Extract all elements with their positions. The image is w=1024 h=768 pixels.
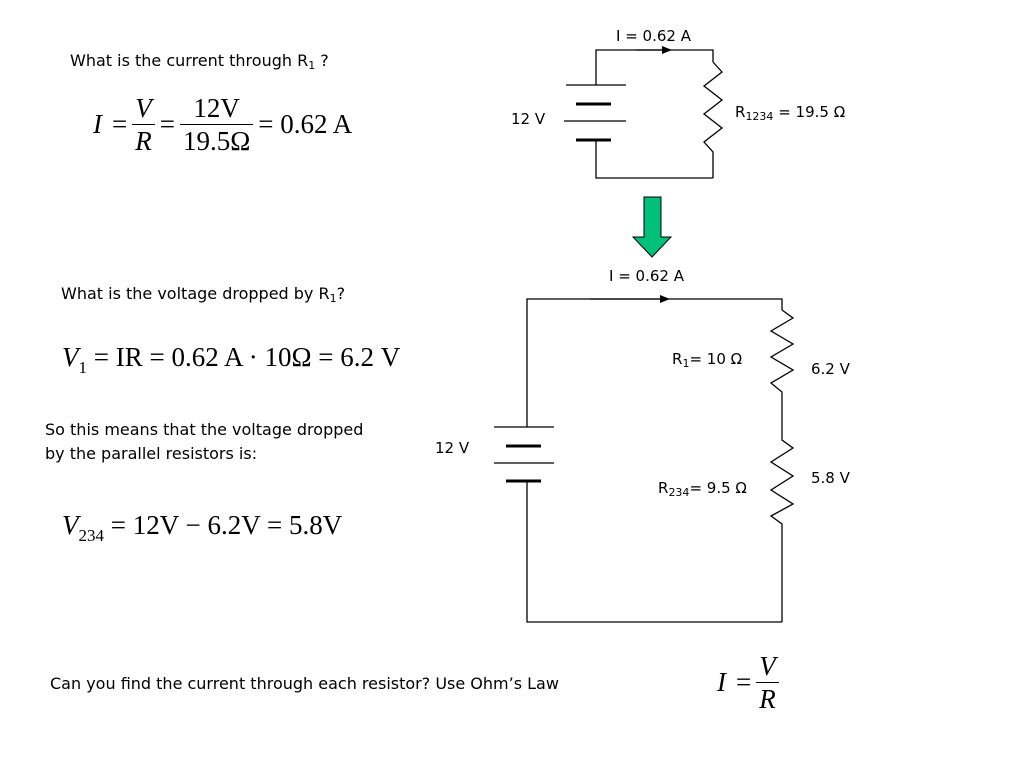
resistor-prefix: R — [658, 479, 668, 497]
question-current-r1: What is the current through R1 ? — [70, 50, 329, 72]
question-current-each-resistor: Can you find the current through each re… — [50, 674, 559, 693]
voltage-drop-r1: 6.2 V — [811, 360, 851, 378]
current-label: I = 0.62 A — [609, 267, 685, 285]
question-tail: ? — [336, 284, 346, 303]
subscript: 1 — [308, 59, 316, 72]
resistor-prefix: R — [672, 350, 682, 368]
eq-symbol-i: I — [717, 667, 726, 697]
resistor-subscript: 1234 — [745, 110, 773, 123]
resistor-value: = 10 Ω — [689, 350, 742, 368]
eq-equals: = — [159, 109, 175, 139]
resistor-value: = 19.5 Ω — [773, 103, 845, 121]
circuit-equivalent — [564, 46, 724, 179]
fraction-numerator: V — [132, 92, 155, 125]
question-voltage-r1: What is the voltage dropped by R1? — [61, 283, 345, 305]
eq-subscript: 234 — [78, 526, 105, 545]
eq-rest: = IR = 0.62 A · 10Ω = 6.2 V — [93, 342, 401, 372]
fraction-denominator: R — [759, 684, 776, 714]
question-tail: ? — [315, 51, 329, 70]
paragraph-line: by the parallel resistors is: — [45, 444, 258, 463]
resistor-r234 — [769, 427, 795, 622]
question-text: What is the current through R — [70, 51, 309, 70]
resistor-label-r234: R234= 9.5 Ω — [658, 479, 747, 499]
resistor-subscript: 234 — [668, 486, 689, 499]
resistor-subscript: 1 — [682, 357, 689, 370]
eq-result: = 0.62 A — [258, 109, 353, 139]
eq-symbol-v: V — [62, 510, 79, 540]
battery-voltage-label: 12 V — [435, 439, 470, 457]
resistor-prefix: R — [735, 103, 745, 121]
subscript: 1 — [329, 292, 337, 305]
battery-voltage-label: 12 V — [511, 110, 546, 128]
question-text: What is the voltage dropped by R — [61, 284, 330, 303]
eq-symbol-v: V — [62, 342, 79, 372]
down-arrow — [631, 196, 673, 258]
parallel-voltage-paragraph: So this means that the voltage dropped b… — [45, 418, 363, 466]
voltage-drop-r234: 5.8 V — [811, 469, 851, 487]
current-arrow-head — [662, 46, 672, 54]
resistor-r1 — [769, 309, 795, 427]
wire-bottom — [595, 140, 713, 179]
fraction-denominator: R — [135, 126, 152, 156]
circuit-series — [494, 295, 795, 623]
current-arrow-head — [660, 295, 670, 303]
eq-rest: = 12V − 6.2V = 5.8V — [110, 510, 343, 540]
current-label: I = 0.62 A — [616, 27, 692, 45]
eq-equals: = — [112, 109, 128, 139]
eq-equals: = — [736, 667, 752, 697]
wire-left-top — [526, 298, 783, 427]
resistor-value: = 9.5 Ω — [689, 479, 746, 497]
fraction-numerator: 12V — [179, 92, 254, 125]
wire-bottom — [526, 481, 782, 623]
equation-voltage-r1: V1 = IR = 0.62 A · 10Ω = 6.2 V — [62, 342, 400, 378]
paragraph-line: So this means that the voltage dropped — [45, 420, 364, 439]
resistor-label-r1: R1= 10 Ω — [672, 350, 742, 370]
wire-top — [595, 49, 714, 85]
fraction-denominator: 19.5Ω — [182, 126, 251, 156]
eq-subscript: 1 — [78, 358, 88, 377]
fraction-numerator: V — [756, 650, 779, 683]
resistor-label-r1234: R1234 = 19.5 Ω — [735, 103, 845, 123]
eq-symbol-i: I — [93, 109, 102, 139]
equation-voltage-r234: V234 = 12V − 6.2V = 5.8V — [62, 510, 342, 546]
resistor-r1234 — [702, 61, 724, 178]
